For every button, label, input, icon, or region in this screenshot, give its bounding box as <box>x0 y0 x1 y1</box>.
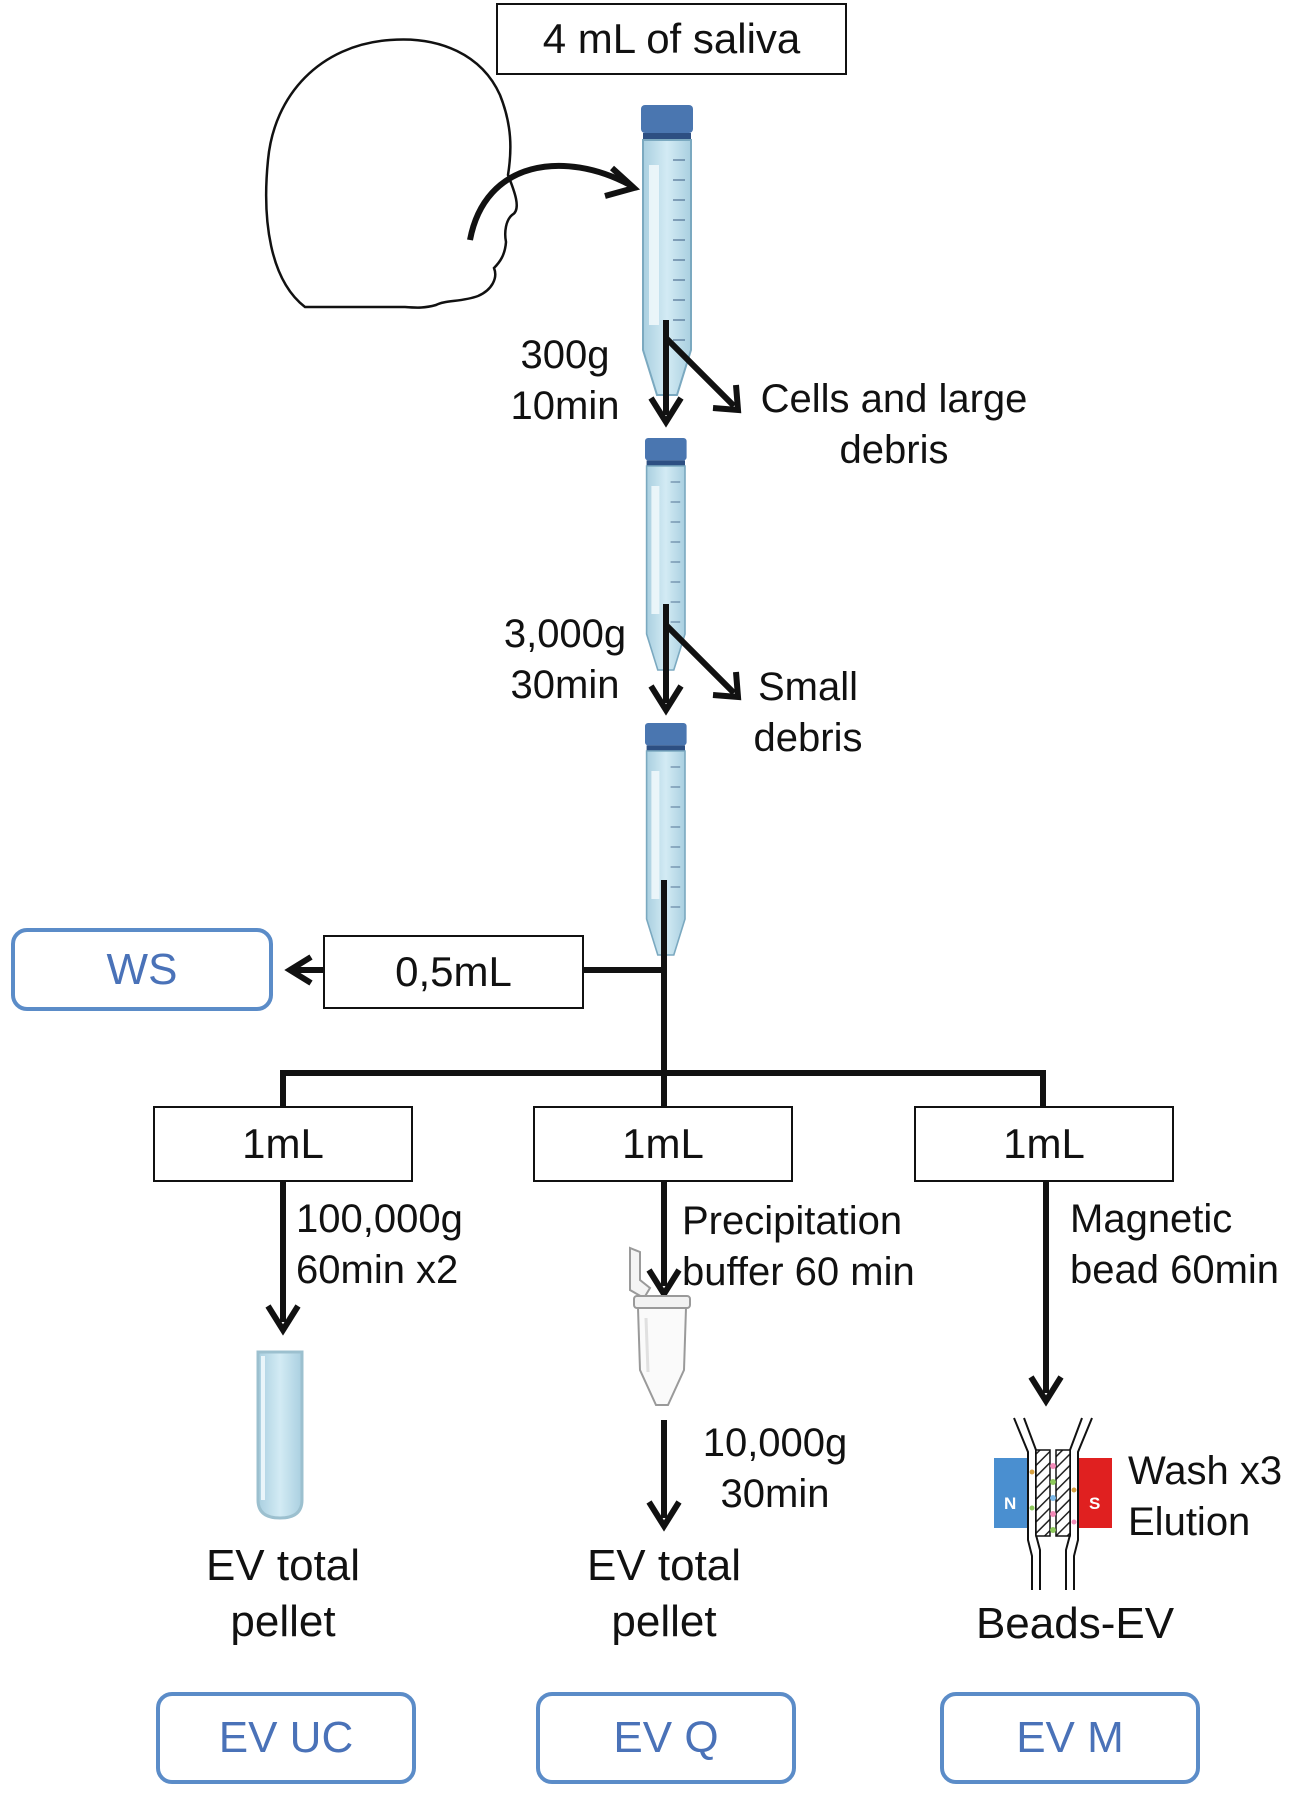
spin1-removed-label: Cells and large debris <box>760 377 1028 472</box>
spin1-waste-arrowhead <box>712 384 742 414</box>
q-step-label: Precipitation buffer 60 min <box>682 1199 915 1294</box>
collection-arrowhead <box>604 165 641 199</box>
falcon-tube-icon <box>645 438 687 671</box>
uc-volume-label: 1mL <box>242 1120 324 1167</box>
uc-tube-icon <box>256 1350 304 1520</box>
ws-volume-label: 0,5mL <box>395 948 512 995</box>
spin2-waste-arrow <box>663 622 737 696</box>
spin2-waste-arrowhead <box>712 671 742 701</box>
ws-arrowhead <box>284 954 313 986</box>
m-arrowhead <box>1028 1375 1064 1407</box>
uc-arrowhead <box>265 1304 301 1336</box>
source-box: 4 mL of saliva <box>496 3 847 75</box>
eppendorf-tube-icon <box>629 1246 691 1406</box>
magnetic-column-icon <box>994 1417 1112 1590</box>
m-method-box: EV M <box>940 1692 1200 1784</box>
m-volume-label: 1mL <box>1003 1120 1085 1167</box>
q-volume-box: 1mL <box>533 1106 793 1182</box>
falcon-tube-icon <box>645 723 687 956</box>
uc-method-box: EV UC <box>156 1692 416 1784</box>
q-volume-label: 1mL <box>622 1120 704 1167</box>
ws-method-box: WS <box>11 928 273 1011</box>
uc-product-label: EV total pellet <box>205 1541 361 1646</box>
source-label: 4 mL of saliva <box>542 15 801 62</box>
ws-label: WS <box>106 944 178 994</box>
m-method-label: EV M <box>1016 1713 1124 1762</box>
q-product-label: EV total pellet <box>586 1541 742 1646</box>
head-profile-icon <box>264 38 518 309</box>
spin1-waste-arrow <box>663 335 737 409</box>
spin2-removed-label: Small debris <box>753 665 863 760</box>
q-arrowhead-2 <box>646 1500 682 1532</box>
spin2-arrowhead <box>648 684 684 716</box>
q-step2-label: 10,000g 30min <box>702 1421 848 1516</box>
q-arrowhead-1 <box>646 1268 682 1300</box>
collection-arrow <box>467 162 632 241</box>
uc-step-label: 100,000g 60min x2 <box>296 1197 463 1292</box>
m-product-label: Beads-EV <box>975 1599 1175 1648</box>
spin1-arrowhead <box>648 396 684 428</box>
q-method-label: EV Q <box>613 1713 719 1762</box>
magnet-south-label: S <box>1089 1494 1101 1513</box>
m-step2-label: Wash x3 Elution <box>1128 1449 1283 1544</box>
spin2-condition: 3,000g 30min <box>503 612 627 707</box>
ws-volume-box: 0,5mL <box>323 935 584 1009</box>
spin1-condition: 300g 10min <box>510 333 620 428</box>
magnet-north-label: N <box>1004 1494 1017 1513</box>
falcon-tube-icon <box>641 105 693 396</box>
m-step-label: Magnetic bead 60min <box>1070 1197 1280 1292</box>
uc-method-label: EV UC <box>218 1713 354 1762</box>
uc-volume-box: 1mL <box>153 1106 413 1182</box>
q-method-box: EV Q <box>536 1692 796 1784</box>
m-volume-box: 1mL <box>914 1106 1174 1182</box>
